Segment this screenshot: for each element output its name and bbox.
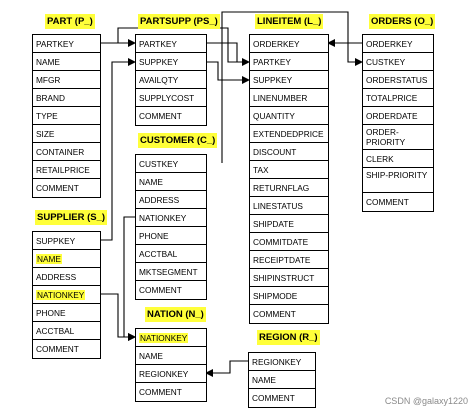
partsupp-row: SUPPLYCOST [136, 89, 206, 107]
part-row: TYPE [33, 107, 100, 125]
lineitem-table: ORDERKEY PARTKEY SUPPKEY LINENUMBER QUAN… [249, 34, 329, 324]
lineitem-row: SHIPDATE [250, 215, 328, 233]
lineitem-row: LINENUMBER [250, 89, 328, 107]
orders-row: ORDERDATE [363, 107, 433, 125]
partsupp-row: PARTKEY [136, 35, 206, 53]
orders-row: CLERK [363, 150, 433, 168]
part-row: NAME [33, 53, 100, 71]
link-supplier-partsupp [100, 58, 136, 241]
link-supplier-nation [100, 293, 136, 341]
orders-table: ORDERKEY CUSTKEY ORDERSTATUS TOTALPRICE … [362, 34, 434, 212]
customer-row: NATIONKEY [136, 209, 206, 227]
lineitem-row: TAX [250, 161, 328, 179]
supplier-row: NAME [33, 250, 100, 268]
part-table-title: PART (P_) [45, 14, 95, 29]
lineitem-table-title: LINEITEM (L_) [255, 14, 324, 29]
customer-row: PHONE [136, 227, 206, 245]
customer-table-title: CUSTOMER (C_) [138, 133, 218, 148]
supplier-row: ACCTBAL [33, 322, 100, 340]
partsupp-row: SUPPKEY [136, 53, 206, 71]
partsupp-table-title: PARTSUPP (PS_) [138, 14, 220, 29]
orders-row: CUSTKEY [363, 53, 433, 71]
part-row: CONTAINER [33, 143, 100, 161]
lineitem-row: SUPPKEY [250, 71, 328, 89]
supplier-table: SUPPKEY NAME ADDRESS NATIONKEY PHONE ACC… [32, 231, 101, 359]
customer-row: ACCTBAL [136, 245, 206, 263]
orders-row: TOTALPRICE [363, 89, 433, 107]
lineitem-row: RETURNFLAG [250, 179, 328, 197]
lineitem-row: DISCOUNT [250, 143, 328, 161]
supplier-table-title: SUPPLIER (S_) [35, 210, 108, 225]
part-row: RETAILPRICE [33, 161, 100, 179]
supplier-row: COMMENT [36, 344, 79, 354]
region-row: COMMENT [252, 393, 295, 403]
nation-table: NATIONKEY NAME REGIONKEY COMMENT [135, 328, 207, 402]
nation-row: COMMENT [139, 387, 182, 397]
lineitem-row: PARTKEY [250, 53, 328, 71]
orders-row: COMMENT [366, 197, 409, 207]
lineitem-row: SHIPMODE [250, 287, 328, 305]
lineitem-row: COMMENT [253, 309, 296, 319]
link-region-nation [205, 360, 248, 377]
nation-table-title: NATION (N_) [145, 307, 206, 322]
part-row: PARTKEY [33, 35, 100, 53]
lineitem-row: RECEIPTDATE [250, 251, 328, 269]
lineitem-row: SHIPINSTRUCT [250, 269, 328, 287]
lineitem-row: EXTENDEDPRICE [250, 125, 328, 143]
orders-row: ORDERSTATUS [363, 71, 433, 89]
customer-row: CUSTKEY [136, 155, 206, 173]
region-table-title: REGION (R_) [257, 330, 320, 345]
part-row: COMMENT [36, 183, 79, 193]
customer-row: ADDRESS [136, 191, 206, 209]
partsupp-row: COMMENT [139, 111, 182, 121]
part-row: MFGR [33, 71, 100, 89]
orders-row: ORDER-PRIORITY [363, 125, 433, 150]
region-table: REGIONKEY NAME COMMENT [248, 352, 316, 408]
part-table: PARTKEY NAME MFGR BRAND TYPE SIZE CONTAI… [32, 34, 101, 198]
link-partsupp-suppkey-lineitem [206, 61, 250, 84]
link-customer-orders [221, 11, 363, 163]
partsupp-row: AVAILQTY [136, 71, 206, 89]
supplier-row: SUPPKEY [33, 232, 100, 250]
region-row: REGIONKEY [249, 353, 315, 371]
supplier-row: ADDRESS [33, 268, 100, 286]
region-row: NAME [249, 371, 315, 389]
part-row: SIZE [33, 125, 100, 143]
customer-row: COMMENT [139, 285, 182, 295]
part-row: BRAND [33, 89, 100, 107]
orders-row: SHIP-PRIORITY [363, 168, 433, 193]
nation-row: NATIONKEY [136, 329, 206, 347]
nation-row: REGIONKEY [136, 365, 206, 383]
watermark-text: CSDN @galaxy1220 [384, 396, 468, 406]
nation-row: NAME [136, 347, 206, 365]
supplier-row: PHONE [33, 304, 100, 322]
supplier-row: NATIONKEY [33, 286, 100, 304]
customer-row: MKTSEGMENT [136, 263, 206, 281]
lineitem-row: QUANTITY [250, 107, 328, 125]
customer-row: NAME [136, 173, 206, 191]
orders-table-title: ORDERS (O_) [369, 14, 436, 29]
customer-table: CUSTKEY NAME ADDRESS NATIONKEY PHONE ACC… [135, 154, 207, 300]
orders-row: ORDERKEY [363, 35, 433, 53]
lineitem-row: ORDERKEY [250, 35, 328, 53]
link-customer-nation [123, 216, 136, 341]
lineitem-row: LINESTATUS [250, 197, 328, 215]
lineitem-row: COMMITDATE [250, 233, 328, 251]
partsupp-table: PARTKEY SUPPKEY AVAILQTY SUPPLYCOST COMM… [135, 34, 207, 126]
